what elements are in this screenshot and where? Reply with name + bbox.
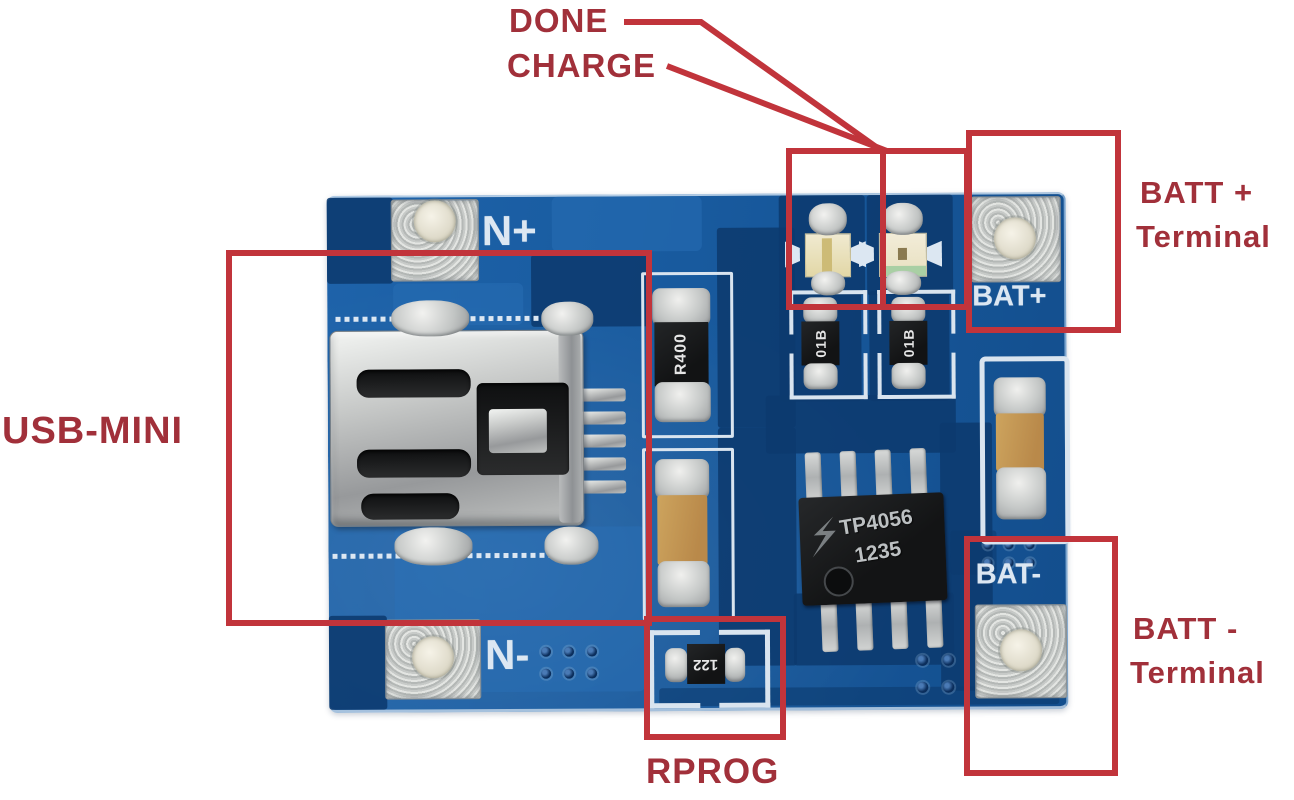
rprog-box [644,616,786,740]
usb-mini-box [226,250,652,626]
pcb-dark-region [765,394,957,454]
silkscreen-in-plus: N+ [481,206,537,255]
resistor-r400-label: R400 [672,332,690,376]
chip-pin1-dimple [823,565,855,598]
done-callout-line [624,19,878,150]
rprog-label: RPROG [646,752,780,791]
charge-callout-line [665,63,889,154]
pcb-dark-region [328,615,388,710]
done-led-box [786,148,886,310]
batt-minus-box [964,536,1118,776]
tp4056-chip-body: TP4056 1235 [798,492,948,606]
usb-mini-label: USB-MINI [2,410,184,452]
resistor-01b-right: 01B [889,296,928,389]
silkscreen-in-minus: N- [484,630,530,679]
batt-minus-label-line2: Terminal [1130,655,1265,690]
chip-part-number: TP4056 [837,505,915,540]
in-minus-pad [384,619,482,700]
pcb-light-region [551,195,702,252]
batt-plus-label-line2: Terminal [1136,219,1271,254]
resistor-01b-left-label: 01B [812,328,829,358]
capacitor-right [993,377,1047,520]
done-label: DONE [509,2,609,39]
mounting-hole [411,636,455,679]
mounting-hole [413,200,456,243]
resistor-r400: R400 [652,287,711,423]
resistor-01b-right-label: 01B [900,328,917,358]
batt-plus-box [966,130,1121,333]
chip-logo-icon [812,516,836,558]
batt-plus-label-line1: BATT + [1140,175,1254,210]
tp4056-chip: TP4056 1235 [795,447,953,653]
chip-date-code: 1235 [852,537,903,568]
batt-minus-label-line1: BATT - [1133,611,1239,646]
capacitor-left [655,458,710,608]
charge-label: CHARGE [507,47,657,84]
charge-led-box [880,148,970,310]
resistor-01b-left: 01B [801,297,840,390]
